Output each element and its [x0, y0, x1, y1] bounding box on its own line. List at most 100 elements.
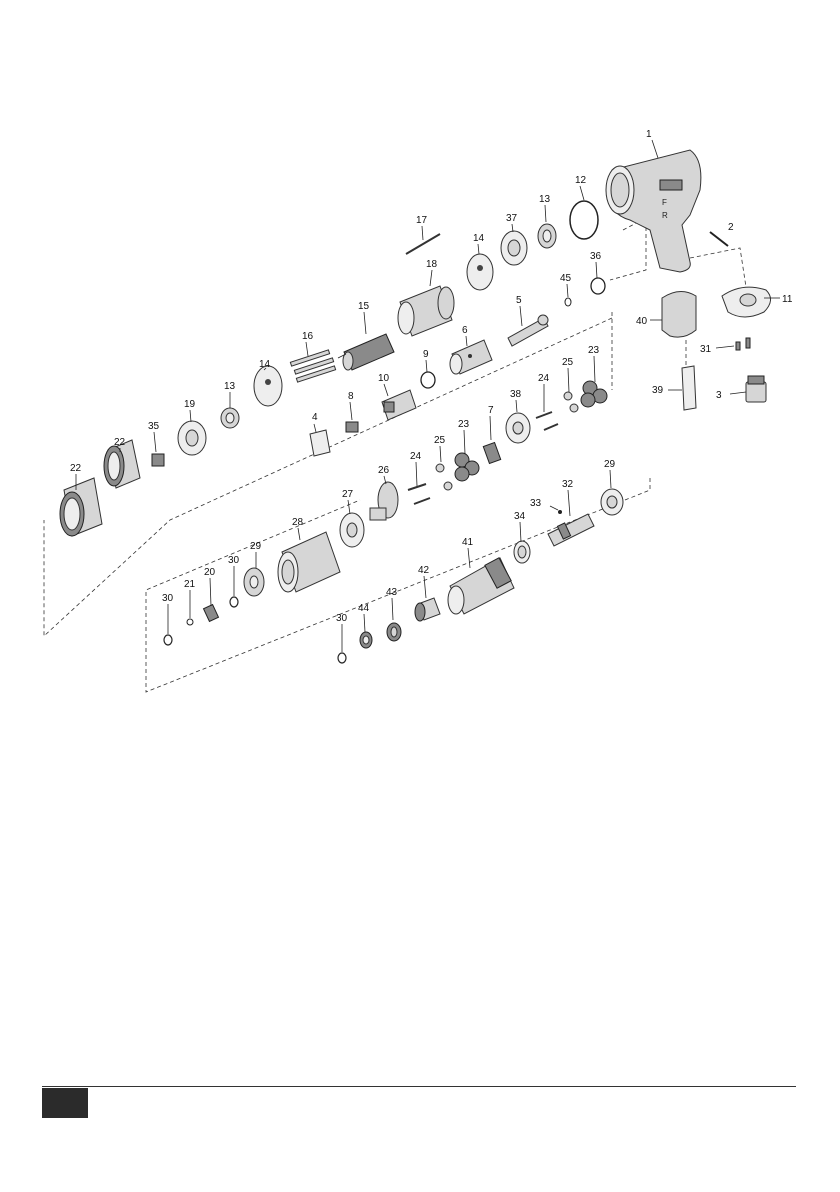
assembly-guide-lines: [44, 218, 748, 692]
label-35: 35: [148, 421, 160, 432]
part-30-clip-left: [164, 635, 172, 645]
part-12-o-ring: [570, 201, 598, 239]
label-19: 19: [184, 399, 196, 410]
part-30-clip-middle: [230, 597, 238, 607]
label-36: 36: [590, 251, 602, 262]
part-24-pins-lower: [408, 484, 430, 504]
label-6: 6: [462, 325, 468, 336]
part-20-spring: [204, 605, 219, 622]
part-29-cap-left: [244, 568, 264, 596]
label-29a: 29: [250, 541, 262, 552]
part-15-rotor: [338, 334, 394, 370]
label-10: 10: [378, 373, 390, 384]
label-20: 20: [204, 567, 216, 578]
label-42: 42: [418, 565, 430, 576]
part-31-screws: [736, 338, 750, 350]
label-28: 28: [292, 517, 304, 528]
label-16: 16: [302, 331, 314, 342]
part-30-clip-lower: [338, 653, 346, 663]
label-13b: 13: [224, 381, 236, 392]
part-5-spindle: [508, 315, 548, 346]
part-13-bearing-lower: [221, 408, 239, 428]
label-25b: 25: [434, 435, 446, 446]
label-34: 34: [514, 511, 526, 522]
part-39-label: [682, 366, 696, 410]
part-34-ring: [514, 541, 530, 563]
part-14-end-plate-lower: [254, 366, 282, 406]
label-18: 18: [426, 259, 438, 270]
label-17: 17: [416, 215, 428, 226]
label-9: 9: [423, 349, 429, 360]
label-31: 31: [700, 344, 712, 355]
part-4-block: [310, 430, 330, 456]
label-30a: 30: [228, 555, 240, 566]
label-32: 32: [562, 479, 574, 490]
label-24b: 24: [410, 451, 422, 462]
label-25a: 25: [562, 357, 574, 368]
part-23-planet-gears-upper: [581, 381, 607, 407]
part-21-ball: [187, 619, 193, 625]
label-4: 4: [312, 412, 318, 423]
label-3: 3: [716, 390, 722, 401]
label-29b: 29: [604, 459, 616, 470]
label-30c: 30: [336, 613, 348, 624]
label-45: 45: [560, 273, 572, 284]
part-43-spring: [387, 623, 401, 641]
part-16-vanes: [290, 350, 335, 382]
label-1: 1: [646, 129, 652, 140]
part-27-bearing: [340, 513, 364, 547]
part-33-ball: [558, 510, 562, 514]
label-22b: 22: [114, 437, 126, 448]
part-35-gear: [152, 454, 164, 466]
label-21: 21: [184, 579, 196, 590]
label-24a: 24: [538, 373, 550, 384]
forward-marking: F: [662, 198, 667, 207]
label-38: 38: [510, 389, 522, 400]
label-14a: 14: [473, 233, 485, 244]
part-29-cap-right: [601, 489, 623, 515]
part-26-output-carrier: [370, 482, 398, 520]
label-23a: 23: [588, 345, 600, 356]
label-8: 8: [348, 391, 354, 402]
label-39: 39: [652, 385, 664, 396]
part-41-collar: [448, 558, 514, 614]
part-23-planet-gears-lower: [455, 453, 479, 481]
part-6-housing-sleeve: [450, 340, 492, 374]
label-44: 44: [358, 603, 370, 614]
label-30b: 30: [162, 593, 174, 604]
part-11-exhaust-cover: [722, 287, 771, 317]
label-33: 33: [530, 498, 542, 509]
label-41: 41: [462, 537, 474, 548]
part-32-spindle: [548, 514, 594, 546]
label-23b: 23: [458, 419, 470, 430]
part-7-sun-gear: [483, 442, 500, 463]
label-12: 12: [575, 175, 587, 186]
part-25-bearings-upper: [564, 392, 578, 412]
part-13-bearing-upper: [538, 224, 556, 248]
part-24-pins-upper: [536, 412, 558, 430]
label-43: 43: [386, 587, 398, 598]
part-3-air-inlet: [746, 376, 766, 402]
label-2: 2: [728, 222, 734, 233]
part-14-end-plate-upper: [467, 254, 493, 290]
part-28-gear-housing: [278, 532, 340, 592]
label-27: 27: [342, 489, 354, 500]
label-13a: 13: [539, 194, 551, 205]
part-18-cylinder: [398, 286, 454, 336]
label-37: 37: [506, 213, 518, 224]
part-19-front-plate: [178, 421, 206, 455]
reverse-marking: R: [662, 211, 668, 220]
label-26: 26: [378, 465, 390, 476]
label-5: 5: [516, 295, 522, 306]
part-1-housing: F R: [606, 150, 701, 272]
part-36-washer: [591, 278, 605, 294]
page-number-tab: [42, 1088, 88, 1118]
label-15: 15: [358, 301, 370, 312]
label-40: 40: [636, 316, 648, 327]
label-7: 7: [488, 405, 494, 416]
part-42-nut: [415, 598, 440, 621]
part-37-end-plate: [501, 231, 527, 265]
label-14b: 14: [259, 359, 271, 370]
part-45-washer: [565, 298, 571, 306]
